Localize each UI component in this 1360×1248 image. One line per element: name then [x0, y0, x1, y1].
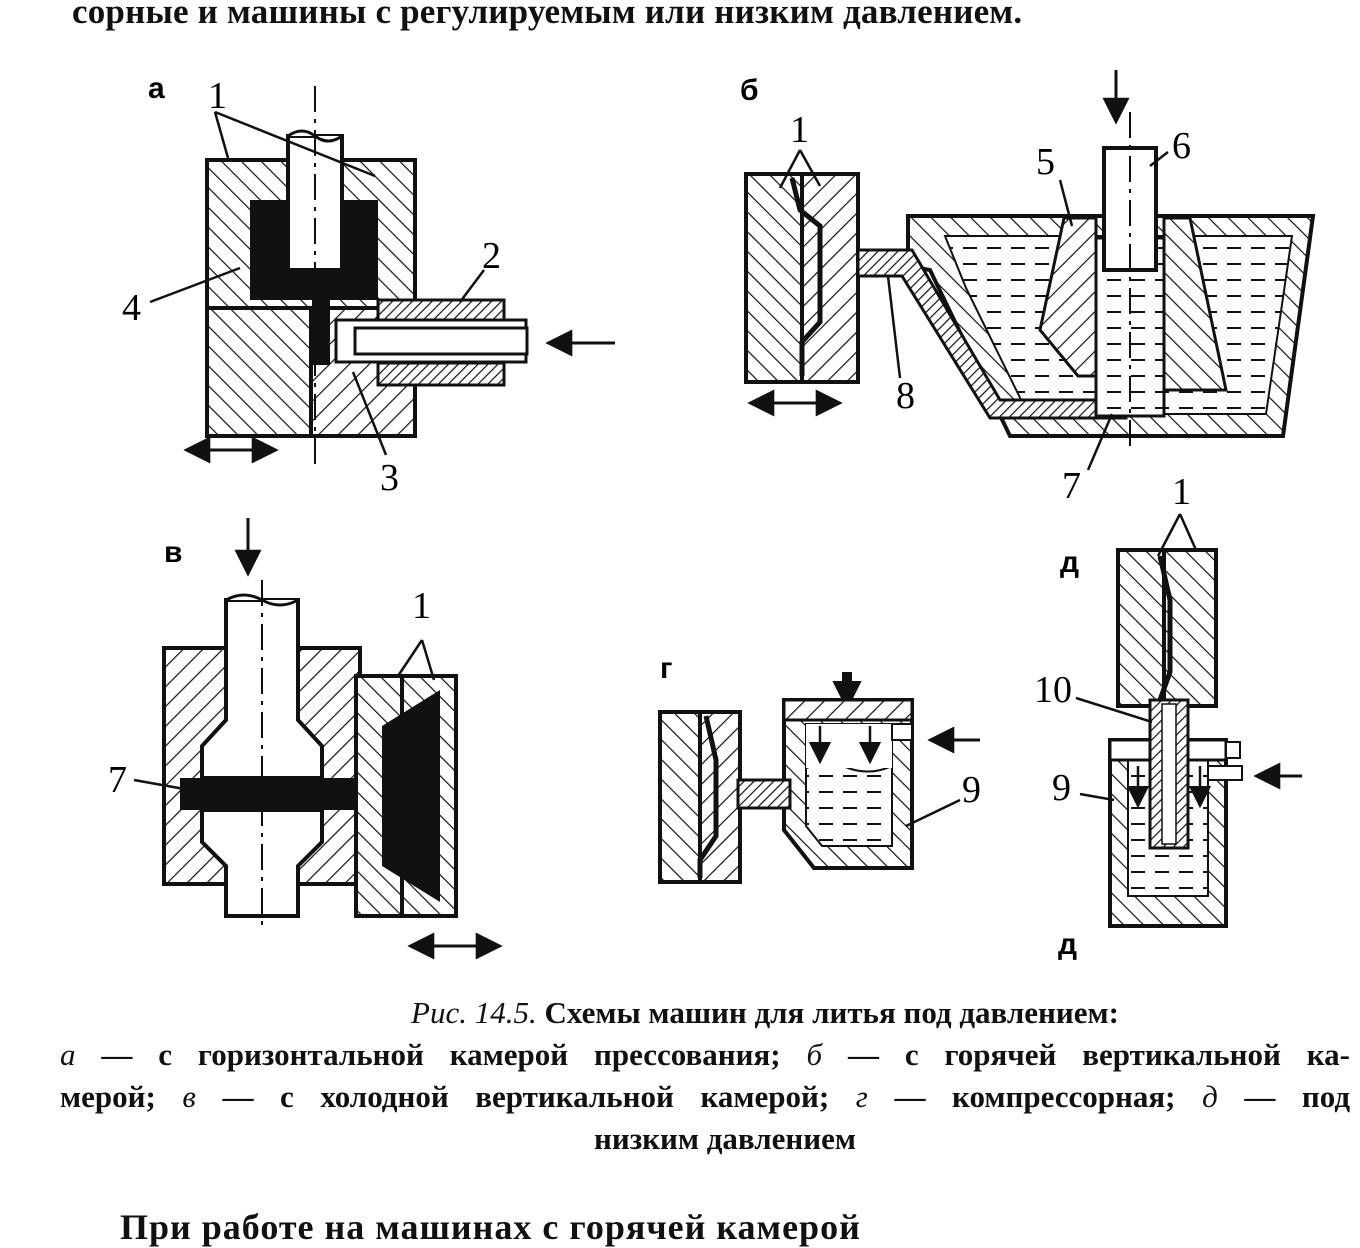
caption-item-g-letter: г [855, 1079, 868, 1114]
caption-item-v-text: — с холодной вертикальной камерой; [222, 1079, 830, 1114]
panel-b-callout-8: 8 [896, 375, 915, 417]
panel-g-channel [736, 778, 792, 810]
panel-g: г 9 [658, 652, 981, 884]
panel-g-air-inlet [891, 723, 913, 741]
caption-title: Схемы машин для литья под давлением: [544, 995, 1119, 1030]
panel-g-letter: г [660, 652, 673, 685]
panel-b-callout-6: 6 [1172, 125, 1191, 167]
caption-item-a-letter: а [60, 1037, 76, 1072]
panel-g-valve-stem [842, 672, 852, 682]
panel-g-valve [832, 681, 862, 699]
caption-item-b-text: — с горячей вертикальной ка- [847, 1037, 1350, 1072]
caption-item-a-text: — с горизонтальной камерой прессования; [101, 1037, 781, 1072]
panel-d-air-inlet [1207, 765, 1243, 781]
panel-v-die-cavity [382, 690, 440, 902]
panel-d-letter: д [1060, 546, 1079, 579]
panel-d-callout-9: 9 [1052, 767, 1071, 809]
panel-a-callout-3: 3 [380, 457, 399, 499]
panel-a-die-lower-left [205, 306, 313, 438]
header-text: сорные и машины с регулируемым или низки… [72, 0, 1023, 31]
panel-a-letter: а [148, 72, 165, 105]
panel-d-die-cavity [1157, 555, 1173, 701]
panel-a-callout-2: 2 [482, 235, 501, 277]
panel-g-die-right [698, 710, 742, 884]
panel-v-callout-7: 7 [108, 759, 127, 801]
panel-a-chamber-upper-wall [376, 298, 506, 322]
caption-line-3: мерой; в — с холодной вертикальной камер… [60, 1076, 1350, 1118]
caption-item-g-text: — компрессорная; [894, 1079, 1176, 1114]
panel-v: в 1 7 [108, 518, 503, 960]
panel-b-callout-1: 1 [790, 109, 809, 151]
caption-line-2: а — с горизонтальной камерой прессования… [60, 1034, 1350, 1076]
caption-item-d-text: — под [1244, 1079, 1351, 1114]
panel-b-callout-5: 5 [1036, 141, 1055, 183]
panel-a-chamber-lower-wall [376, 361, 506, 387]
panel-a-core [286, 134, 344, 272]
panel-b-die-cavity [789, 177, 823, 376]
panel-v-metal-charge [180, 778, 380, 810]
panel-d: д д 1 10 9 [1034, 471, 1302, 961]
footer-text: При работе на машинах с горячей камерой [120, 1207, 861, 1247]
panel-d-die-left [1116, 548, 1166, 708]
panel-b-die-left [744, 172, 804, 384]
panel-g-leader-9 [905, 798, 961, 828]
panel-a-callout-1: 1 [208, 75, 227, 117]
caption-item-b-cont: мерой; [60, 1079, 156, 1114]
die-casting-schemes-figure: а 1 2 3 4 б 1 5 6 7 [108, 70, 1316, 961]
figure-caption: Рис. 14.5. Схемы машин для литья под дав… [60, 992, 1350, 1160]
panel-b-callout-7: 7 [1062, 465, 1081, 507]
panel-a-plunger-rod [353, 326, 529, 356]
panel-v-callout-1: 1 [412, 585, 431, 627]
panel-b: б 1 5 6 7 8 [740, 70, 1316, 507]
panel-g-callout-9: 9 [962, 769, 981, 811]
panel-a-callout-4: 4 [122, 287, 141, 329]
caption-prefix: Рис. 14.5. [411, 995, 537, 1030]
caption-line-4: низким давлением [593, 1121, 857, 1156]
panel-d-callout-1: 1 [1172, 471, 1191, 513]
caption-title-line: Рис. 14.5. Схемы машин для литья под дав… [60, 992, 1350, 1034]
panel-d-letter-bottom: д [1058, 928, 1077, 961]
panel-a: а 1 2 3 4 [122, 72, 615, 499]
caption-item-b-letter: б [806, 1037, 823, 1072]
panel-g-vessel-lid [782, 698, 914, 722]
panel-b-die-right [800, 172, 860, 384]
panel-b-letter: б [740, 74, 759, 107]
panel-d-riser-bore [1161, 703, 1177, 845]
panel-d-die-right [1162, 548, 1218, 708]
panel-d-callout-10: 10 [1034, 669, 1072, 711]
caption-item-d-letter: д [1202, 1079, 1218, 1114]
panel-g-die-cavity [697, 715, 719, 878]
panel-b-chamber-left-wall [1038, 216, 1098, 378]
caption-item-v-letter: в [182, 1079, 196, 1114]
panel-g-die-left [658, 710, 702, 884]
panel-v-letter: в [164, 536, 182, 569]
panel-d-lid-extension [1225, 741, 1241, 759]
